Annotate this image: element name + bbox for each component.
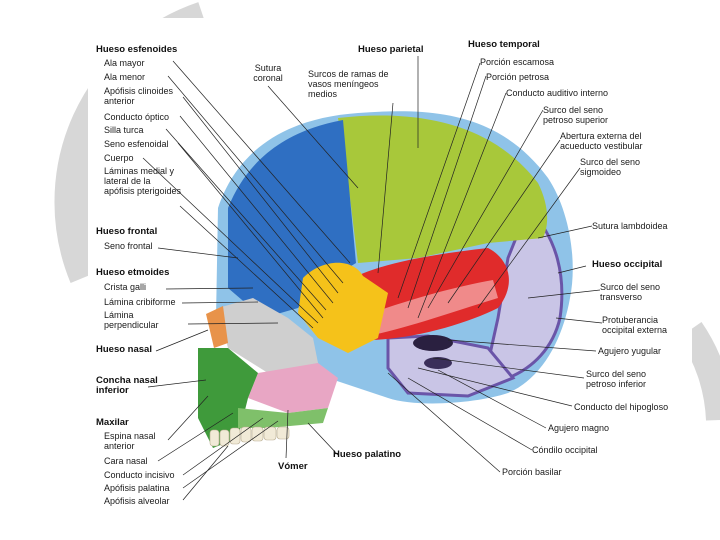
label-conducto-incisivo: Conducto incisivo xyxy=(104,470,175,480)
label-silla-turca: Silla turca xyxy=(104,125,144,135)
label-agujero-yugular: Agujero yugular xyxy=(598,346,662,356)
label-porcion-escamosa: Porción escamosa xyxy=(480,57,555,67)
label-protuberancia: Protuberancia occipital externa xyxy=(602,315,668,335)
label-cara-nasal: Cara nasal xyxy=(104,456,148,466)
label-apofisis-clinoides: Apófisis clinoides anterior xyxy=(104,86,174,106)
label-porcion-petrosa: Porción petrosa xyxy=(486,72,550,82)
label-porcion-basilar: Porción basilar xyxy=(502,467,562,477)
label-crista-galli: Crista galli xyxy=(104,282,147,292)
slide-arc-right xyxy=(678,322,720,421)
nasal-bone xyxy=(206,306,228,348)
label-condilo-occipital: Cóndilo occipital xyxy=(532,445,598,455)
label-seno-frontal: Seno frontal xyxy=(104,241,153,251)
label-surco-petroso-inferior: Surco del seno petroso inferior xyxy=(586,369,647,389)
vomer-bone xyxy=(248,363,338,413)
label-conducto-hipogloso: Conducto del hipogloso xyxy=(574,402,669,412)
ethmoid-bone xyxy=(218,298,318,373)
label-hueso-frontal: Hueso frontal xyxy=(96,226,158,237)
label-sutura-lambdoidea: Sutura lambdoidea xyxy=(592,221,668,231)
label-maxilar: Maxilar xyxy=(96,417,129,428)
label-lamina-perpendicular: Lámina perpendicular xyxy=(104,310,159,330)
label-hueso-occipital: Hueso occipital xyxy=(592,259,663,270)
leader-lines xyxy=(142,56,603,501)
label-ala-menor: Ala menor xyxy=(104,72,146,82)
label-vomer: Vómer xyxy=(278,461,308,472)
label-surco-transverso: Surco del seno transverso xyxy=(600,282,661,302)
foramen-dark xyxy=(413,335,453,351)
label-cuerpo: Cuerpo xyxy=(104,153,134,163)
parietal-bone xyxy=(338,115,548,263)
palatine-bone xyxy=(238,408,328,428)
label-surco-petroso-superior: Surco del seno petroso superior xyxy=(543,105,609,125)
maxilla-bone xyxy=(198,348,258,448)
label-surco-sigmoideo: Surco del seno sigmoideo xyxy=(580,157,641,177)
label-hueso-palatino: Hueso palatino xyxy=(333,449,402,460)
label-seno-esfenoidal: Seno esfenoidal xyxy=(104,139,169,149)
label-abertura-acueducto: Abertura externa del acueducto vestibula… xyxy=(560,131,643,151)
label-lamina-cribiforme: Lámina cribiforme xyxy=(104,297,176,307)
label-laminas-pterigoides: Láminas medial y lateral de la apófisis … xyxy=(104,166,182,196)
label-conducto-auditivo-interno: Conducto auditivo interno xyxy=(506,88,609,98)
label-agujero-magno: Agujero magno xyxy=(548,423,610,433)
skull-illustration xyxy=(142,56,603,501)
label-hueso-etmoides: Hueso etmoides xyxy=(96,267,170,278)
skull-diagram: Hueso esfenoides Ala mayor Ala menor Apó… xyxy=(88,18,692,512)
label-sutura-coronal: Sutura coronal xyxy=(253,63,283,83)
label-concha-nasal-inferior: Concha nasal inferior xyxy=(96,375,158,396)
label-espina-nasal-anterior: Espina nasal anterior xyxy=(104,431,156,451)
label-apofisis-palatina: Apófisis palatina xyxy=(104,483,170,493)
sphenoid-bone xyxy=(298,262,388,353)
foramen-magnum-mark xyxy=(424,357,452,369)
label-hueso-nasal: Hueso nasal xyxy=(96,344,152,355)
label-apofisis-alveolar: Apófisis alveolar xyxy=(104,496,170,506)
label-hueso-temporal: Hueso temporal xyxy=(468,39,540,50)
label-ala-mayor: Ala mayor xyxy=(104,58,145,68)
label-surcos-meningeos: Surcos de ramas de vasos meníngeos medio… xyxy=(308,69,389,99)
label-hueso-parietal: Hueso parietal xyxy=(358,44,424,55)
label-conducto-optico: Conducto óptico xyxy=(104,112,170,122)
teeth xyxy=(209,426,290,447)
label-hueso-esfenoides: Hueso esfenoides xyxy=(96,44,178,55)
